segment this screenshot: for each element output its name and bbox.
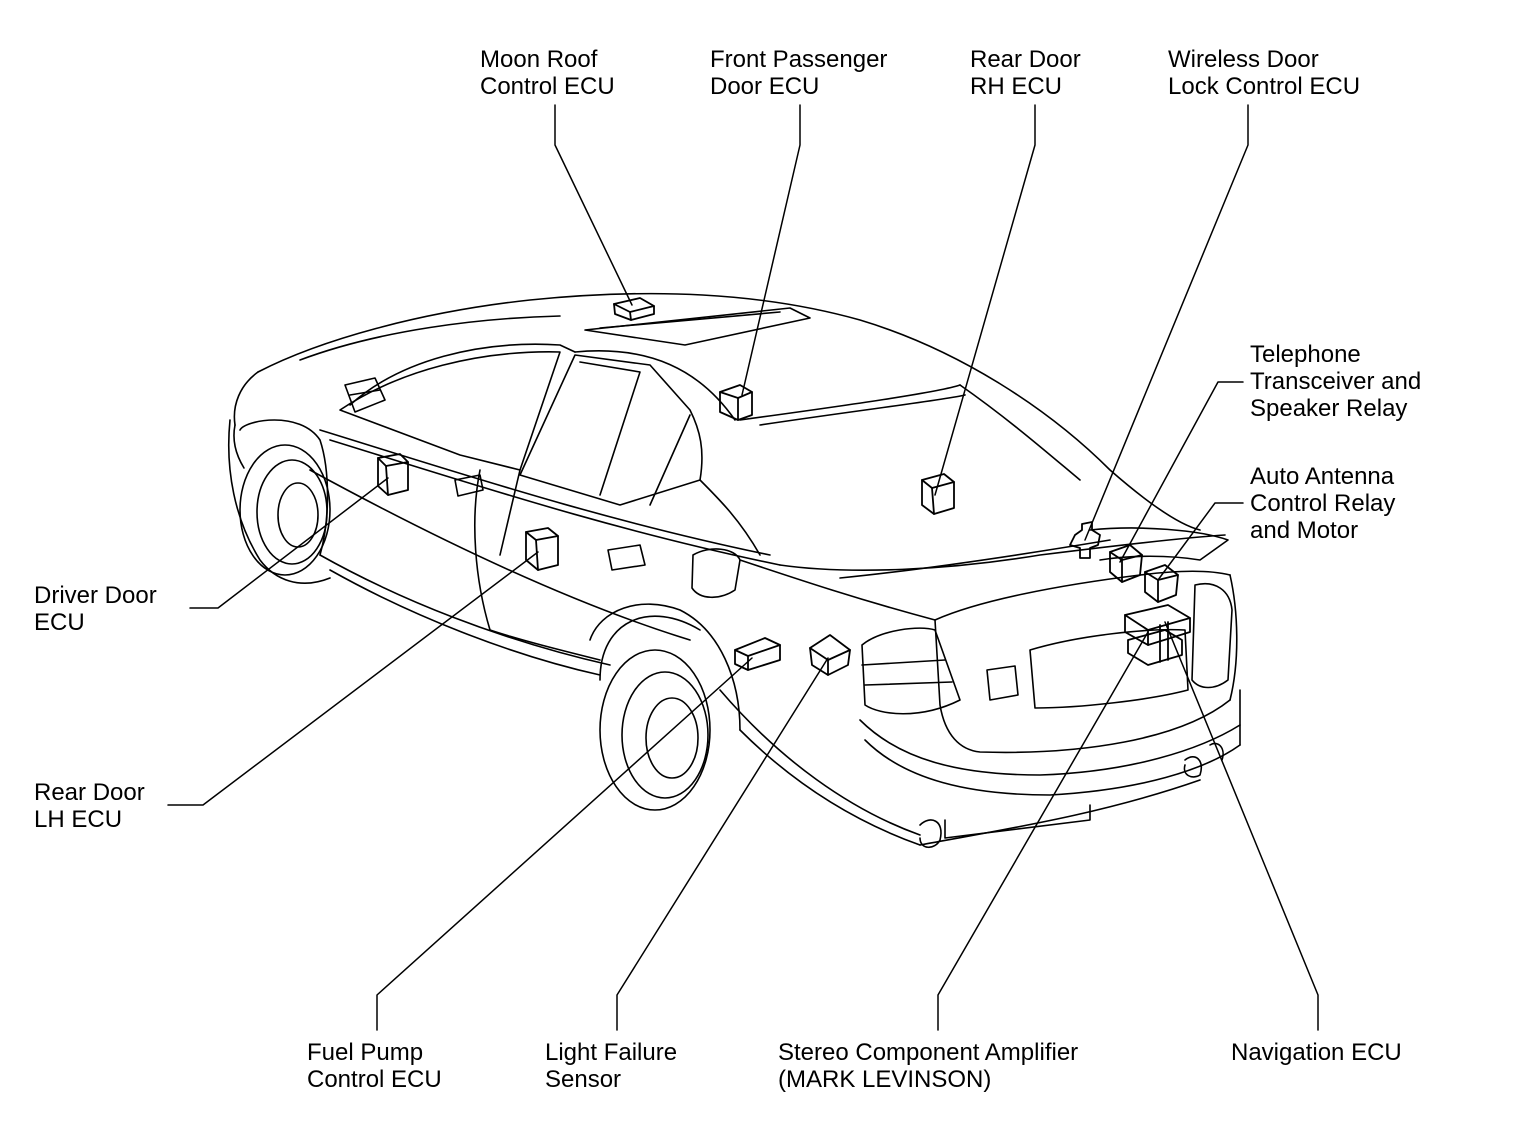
label-line: ECU — [34, 609, 85, 636]
label-line: Transceiver and — [1250, 368, 1422, 395]
label-line: (MARK LEVINSON) — [778, 1066, 992, 1093]
label-light-failure-sensor: Light Failure Sensor — [545, 1039, 677, 1093]
label-stereo-component-amplifier: Stereo Component Amplifier (MARK LEVINSO… — [778, 1039, 1078, 1093]
label-line: Auto Antenna — [1250, 463, 1395, 490]
leader-navigation — [1164, 621, 1319, 1031]
label-line: Control ECU — [480, 73, 615, 100]
label-front-passenger-door-ecu: Front Passenger Door ECU — [710, 46, 887, 100]
label-auto-antenna: Auto Antenna Control Relay and Motor — [1250, 463, 1395, 544]
label-line: Light Failure — [545, 1039, 678, 1066]
label-line: Front Passenger — [710, 46, 888, 73]
leader-moon-roof — [554, 104, 633, 306]
label-telephone-transceiver: Telephone Transceiver and Speaker Relay — [1250, 341, 1421, 422]
label-driver-door-ecu: Driver Door ECU — [34, 582, 157, 636]
leader-wireless-door-lock — [1084, 104, 1249, 541]
label-line: Control Relay — [1250, 490, 1396, 517]
label-line: Navigation ECU — [1231, 1039, 1402, 1066]
label-line: LH ECU — [34, 806, 123, 833]
label-fuel-pump-control-ecu: Fuel Pump Control ECU — [307, 1039, 442, 1093]
label-line: Wireless Door — [1168, 46, 1319, 73]
label-line: Door ECU — [710, 73, 820, 100]
leader-fuel-pump — [376, 657, 753, 1031]
label-line: Lock Control ECU — [1168, 73, 1361, 100]
leader-rear-door-rh — [934, 104, 1036, 496]
label-navigation-ecu: Navigation ECU — [1231, 1039, 1402, 1066]
leader-rear-door-lh — [167, 551, 539, 806]
label-line: RH ECU — [970, 73, 1063, 100]
label-line: Sensor — [545, 1066, 622, 1093]
label-line: Speaker Relay — [1250, 395, 1408, 422]
leader-front-passenger — [741, 104, 801, 396]
label-line: and Motor — [1250, 517, 1359, 544]
label-line: Fuel Pump — [307, 1039, 424, 1066]
leader-stereo-amp — [937, 631, 1149, 1031]
car-body — [227, 292, 1241, 849]
label-moon-roof-control-ecu: Moon Roof Control ECU — [480, 46, 615, 100]
leader-lines — [167, 104, 1319, 1031]
label-line: Rear Door — [34, 779, 145, 806]
label-line: Telephone — [1250, 341, 1361, 368]
label-line: Control ECU — [307, 1066, 442, 1093]
label-line: Driver Door — [34, 582, 157, 609]
leader-telephone — [1119, 381, 1244, 563]
leader-light-failure — [616, 657, 829, 1031]
label-rear-door-lh-ecu: Rear Door LH ECU — [34, 779, 145, 833]
label-wireless-door-lock-control-ecu: Wireless Door Lock Control ECU — [1168, 46, 1360, 100]
leader-driver-door — [189, 477, 389, 609]
leader-auto-antenna — [1157, 502, 1244, 581]
label-line: Rear Door — [970, 46, 1081, 73]
label-line: Stereo Component Amplifier — [778, 1039, 1079, 1066]
label-line: Moon Roof — [480, 46, 598, 73]
label-rear-door-rh-ecu: Rear Door RH ECU — [970, 46, 1081, 100]
